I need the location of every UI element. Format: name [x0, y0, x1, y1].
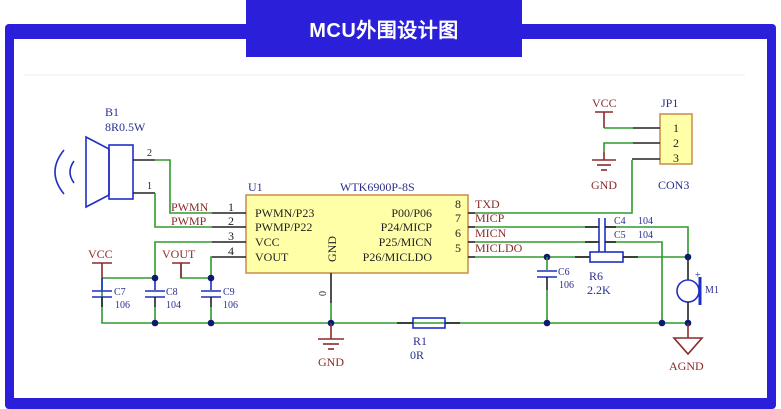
wire-jp-gnd — [603, 142, 633, 152]
c7-ref: C7 — [114, 287, 126, 298]
wire-vout-pin4 — [210, 256, 212, 278]
wire-micn-b — [605, 241, 663, 323]
c8-ref: C8 — [166, 287, 178, 298]
chip-pin-num-1: 1 — [228, 200, 234, 214]
capacitor-c9 — [201, 278, 221, 307]
r6-value: 2.2K — [587, 283, 611, 297]
capacitor-c7 — [92, 278, 112, 307]
r6-ref: R6 — [589, 269, 603, 283]
chip-gnd-pin-num: 0 — [318, 291, 329, 296]
net-label-micp: MICP — [475, 211, 505, 225]
speaker-pin-1: 1 — [147, 181, 152, 192]
chip-gnd-label: GND — [325, 236, 339, 262]
capacitor-c4-c5 — [585, 218, 616, 252]
chip-u1-body — [245, 194, 469, 274]
speaker-pin-2: 2 — [147, 148, 152, 159]
chip-pin-num-2: 2 — [228, 214, 234, 228]
c5-ref: C5 — [614, 230, 626, 241]
connector-type: CON3 — [658, 178, 689, 192]
r1-value: 0R — [410, 348, 424, 362]
chip-pin-num-8: 8 — [455, 197, 461, 211]
chip-pin-num-4: 4 — [228, 244, 234, 258]
connector-pin-1: 1 — [673, 121, 679, 135]
wire-pwmn — [155, 159, 212, 214]
c4-value: 104 — [638, 216, 653, 227]
junction-dot — [658, 319, 666, 327]
net-label-micldo: MICLDO — [475, 241, 523, 255]
net-label-micn: MICN — [475, 226, 507, 240]
c9-ref: C9 — [223, 287, 235, 298]
chip-ref: U1 — [248, 180, 263, 194]
chip-pin-num-3: 3 — [228, 229, 234, 243]
c8-value: 104 — [166, 300, 181, 311]
sound-wave-inner-icon — [69, 160, 75, 184]
title-banner: MCU外围设计图 — [246, 0, 522, 57]
c6-ref: C6 — [558, 267, 570, 278]
c7-value: 106 — [115, 300, 130, 311]
mic-ref: M1 — [705, 285, 719, 296]
speaker-ref: B1 — [105, 105, 119, 119]
chip-pin-num-6: 6 — [455, 226, 461, 240]
junction-dot — [151, 274, 159, 282]
ground-symbol-jp — [592, 152, 616, 171]
speaker-cone-icon — [85, 135, 110, 209]
c6-value: 106 — [559, 280, 574, 291]
speaker-b1 — [54, 135, 134, 209]
vcc-jp-label: VCC — [592, 96, 617, 110]
chip-pin-name-7: P24/MICP — [381, 220, 433, 234]
chip-pin-name-4: VOUT — [255, 250, 289, 264]
chip-pin-num-7: 7 — [455, 211, 461, 225]
chip-pin-name-1: PWMN/P23 — [255, 206, 314, 220]
vcc-left-label: VCC — [88, 247, 113, 261]
junction-dot — [151, 319, 159, 327]
junction-dot — [543, 319, 551, 327]
chip-pin-name-5: P26/MICLDO — [363, 250, 433, 264]
junction-dot — [207, 319, 215, 327]
agnd-label: AGND — [669, 359, 704, 373]
capacitor-c6 — [537, 257, 557, 323]
resistor-r6 — [589, 251, 624, 263]
vout-label: VOUT — [162, 247, 196, 261]
net-label-pwmn: PWMN — [171, 200, 209, 214]
connector-pin-2: 2 — [673, 136, 679, 150]
wire-vout-bus — [180, 263, 211, 279]
wire-vcc-pin3 — [154, 241, 212, 278]
wire-txd — [475, 160, 633, 214]
r1-ref: R1 — [413, 334, 427, 348]
c5-value: 104 — [638, 230, 653, 241]
speaker-body — [108, 144, 134, 200]
connector-jp1-body — [659, 113, 693, 165]
wire-gnd-bus — [101, 278, 662, 324]
chip-part: WTK6900P-8S — [340, 180, 415, 194]
diagram-title: MCU外围设计图 — [309, 20, 459, 42]
sound-wave-outer-icon — [54, 149, 65, 195]
mic-polarity: + — [695, 270, 701, 281]
speaker-value: 8R0.5W — [105, 120, 146, 134]
junction-dot — [207, 274, 215, 282]
capacitor-c8 — [145, 278, 165, 307]
connector-pin-3: 3 — [673, 151, 679, 165]
ground-symbol-main — [318, 323, 344, 350]
gnd-main-label: GND — [318, 355, 344, 369]
c9-value: 106 — [223, 300, 238, 311]
chip-pin-name-2: PWMP/P22 — [255, 220, 312, 234]
agnd-symbol-icon — [672, 337, 704, 356]
net-label-pwmp: PWMP — [171, 214, 207, 228]
wire-pwmp — [154, 193, 212, 228]
gnd-jp-label: GND — [591, 178, 617, 192]
chip-pin-name-3: VCC — [255, 235, 280, 249]
chip-pin-num-5: 5 — [455, 241, 461, 255]
net-label-txd: TXD — [475, 197, 500, 211]
chip-pin-name-8: P00/P06 — [391, 206, 432, 220]
microphone-m1 — [676, 279, 700, 303]
connector-ref: JP1 — [661, 96, 678, 110]
wire-micp-b — [605, 226, 689, 258]
c4-ref: C4 — [614, 216, 626, 227]
chip-pin-name-6: P25/MICN — [379, 235, 433, 249]
